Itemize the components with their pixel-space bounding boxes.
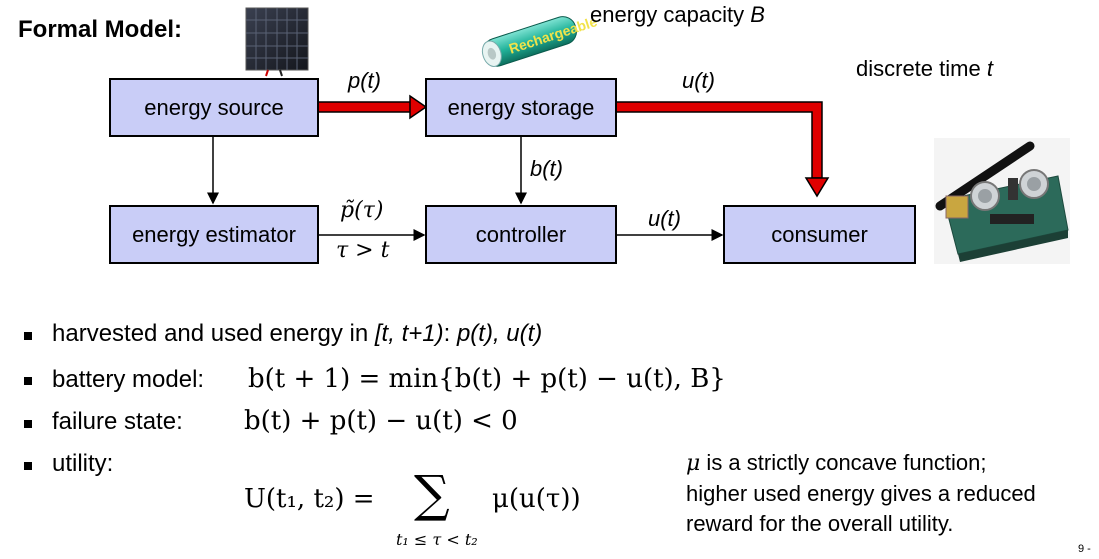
energy-source-box: energy source (109, 78, 319, 137)
note-line-1-text: is a strictly concave function; (700, 450, 987, 475)
mu-symbol: μ (686, 451, 701, 476)
page-number: 9 - (1078, 543, 1091, 555)
note-line-2: higher used energy gives a reduced (686, 481, 1036, 506)
energy-capacity-label: energy capacity B (590, 2, 765, 28)
time-variable: t (986, 56, 993, 81)
bullet-marker (24, 462, 32, 470)
bullet-battery-label: battery model: (52, 366, 205, 393)
battery-model-formula: b(t + 1) = min{b(t) + p(t) − u(t), B} (248, 364, 726, 394)
solar-panel-image (245, 7, 309, 77)
tau-condition-label: τ > t (336, 238, 390, 263)
consumer-box: consumer (723, 205, 916, 264)
energy-estimator-box: energy estimator (109, 205, 319, 264)
page-title: Formal Model: (18, 16, 183, 43)
p-of-t-label: p(t) (348, 68, 381, 93)
u-of-t-top-label: u(t) (682, 68, 715, 93)
capacity-variable: B (750, 2, 765, 27)
concave-note: μ is a strictly concave function; higher… (686, 448, 1036, 539)
bullet-utility-label: utility: (52, 450, 114, 477)
u-of-t-mid-label: u(t) (648, 206, 681, 231)
bullet-vars: p(t), u(t) (456, 320, 543, 347)
energy-storage-box: energy storage (425, 78, 617, 137)
bullet-failure-label: failure state: (52, 408, 183, 435)
bullet-marker (24, 332, 32, 340)
discrete-time-label: discrete time t (856, 56, 993, 82)
bullet-marker (24, 377, 32, 385)
utility-sum-subscript: t₁ ≤ τ < t₂ (396, 530, 478, 549)
sensor-board-image (934, 138, 1070, 264)
utility-formula-lhs: U(t₁, t₂) = (244, 484, 375, 514)
discrete-time-text: discrete time (856, 56, 987, 81)
battery-image: Rechargeable (481, 13, 599, 67)
controller-box: controller (425, 205, 617, 264)
bullet-interval: [t, t+1) (374, 320, 444, 347)
b-of-t-label: b(t) (530, 156, 563, 181)
bullet-sep: : (443, 320, 457, 347)
p-tilde-label: p̃(τ) (340, 198, 384, 223)
bullet-harvested-text: harvested and used energy in (52, 320, 375, 347)
bullet-harvested: harvested and used energy in [t, t+1): p… (52, 320, 542, 348)
signal-arrows (207, 137, 724, 241)
energy-capacity-text: energy capacity (590, 2, 751, 27)
utility-formula-rhs: μ(u(τ)) (492, 484, 581, 514)
failure-state-formula: b(t) + p(t) − u(t) < 0 (244, 406, 518, 436)
utility-sum-symbol: ∑ (414, 465, 450, 523)
note-line-1: μ is a strictly concave function; (686, 448, 1036, 479)
bullet-marker (24, 420, 32, 428)
note-line-3: reward for the overall utility. (686, 511, 954, 536)
